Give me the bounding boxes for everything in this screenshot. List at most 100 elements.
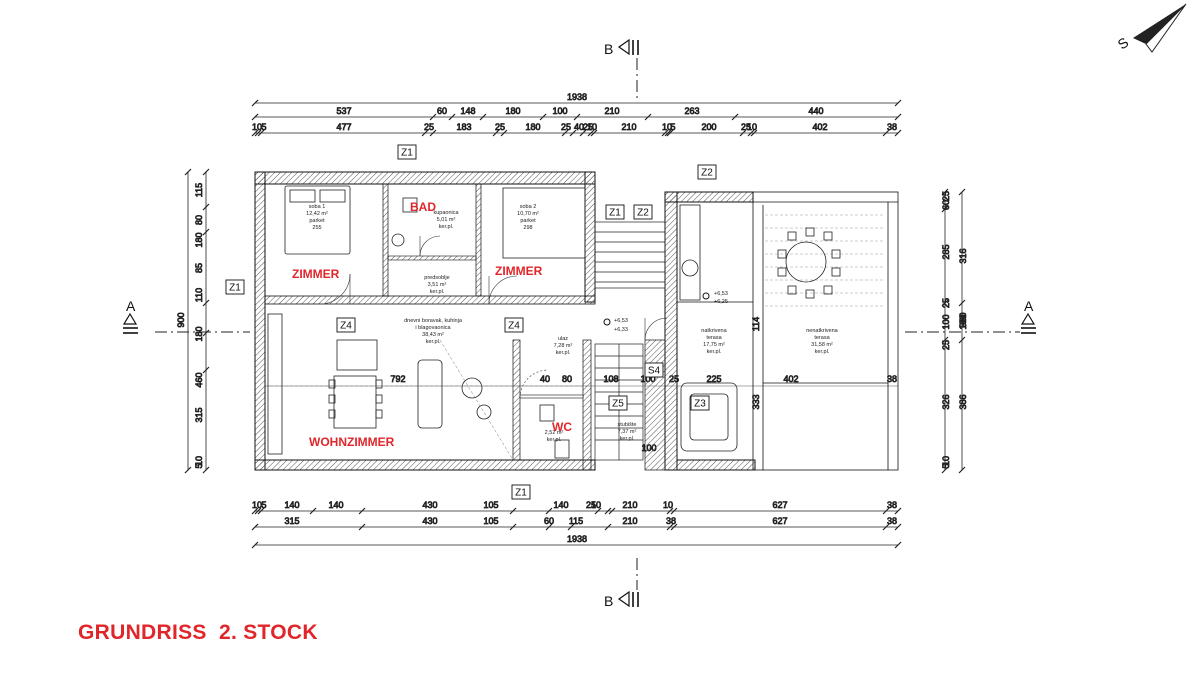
svg-text:Z1: Z1	[609, 208, 621, 219]
dimension-label: 792	[390, 374, 405, 384]
section-marker-a-left: A	[122, 298, 138, 334]
dimension-label: 60	[544, 516, 554, 526]
room-label-hr: dnevni boravak, kuhinja	[404, 318, 463, 324]
room-label-hr: ker.pl.	[815, 349, 830, 355]
level-mark: +6,33	[614, 327, 628, 333]
window-tag: Z5	[608, 395, 628, 411]
north-arrow-letter: S	[1115, 34, 1132, 52]
svg-text:Z4: Z4	[508, 321, 520, 332]
dimension-label: 10	[252, 500, 262, 510]
window-tag: Z4	[336, 317, 356, 333]
room-label-hr: ker.pl.	[439, 224, 454, 230]
dimension-label: 402	[812, 122, 827, 132]
dimension-label: 180	[194, 326, 204, 341]
dimension-label: 105	[483, 516, 498, 526]
section-label-a-right: A	[1024, 298, 1034, 314]
dimension-label: 1938	[567, 92, 587, 102]
dimension-label: 25	[561, 122, 571, 132]
room-label-hr: 3,51 m²	[428, 282, 447, 288]
level-mark: +6,53	[714, 291, 728, 297]
dimension-label: 38	[887, 374, 897, 384]
dimension-label: 900	[958, 312, 968, 327]
svg-text:Z1: Z1	[401, 148, 413, 159]
window-tag: Z1	[511, 484, 531, 500]
section-marker-b-bottom: B	[604, 590, 639, 609]
dimension-label: 5	[670, 122, 675, 132]
dimension-label: 25	[583, 122, 593, 132]
room-label-hr: 5,01 m²	[437, 217, 456, 223]
room-label-hr: ker.pl.	[426, 339, 441, 345]
level-mark: +6,25	[714, 299, 728, 305]
room-dividers	[265, 339, 590, 461]
dimension-label: 100	[941, 314, 951, 329]
window-tag: Z1	[397, 144, 417, 160]
dimension-label: 38	[666, 516, 676, 526]
dimension-label: 430	[422, 500, 437, 510]
section-label-a-left: A	[126, 298, 136, 314]
door-swings	[319, 235, 668, 399]
room-label-hr: 38,43 m²	[422, 332, 444, 338]
window-tag: S4	[644, 362, 664, 378]
dimension-label: 537	[336, 106, 351, 116]
room-label-hr: stubište	[618, 422, 637, 428]
dimension-label: 315	[194, 407, 204, 422]
room-label-zimmer-left: ZIMMER	[292, 267, 340, 281]
dimension-label: 25	[586, 500, 596, 510]
dimension-label: 386	[958, 394, 968, 409]
room-label-hr: terasa	[706, 335, 722, 341]
room-label-hr: ker.pl.	[556, 350, 571, 356]
dimension-label: 80	[194, 215, 204, 225]
dimension-label: 210	[622, 516, 637, 526]
dimension-label: 25	[941, 340, 951, 350]
dimension-label: 5	[194, 463, 204, 468]
svg-text:Z1: Z1	[515, 488, 527, 499]
dimension-label: 10	[591, 500, 601, 510]
dimension-label: 1938	[567, 534, 587, 544]
window-tag: Z2	[697, 164, 717, 180]
room-label-hr: ker.pl.	[620, 436, 635, 442]
dimension-label: 115	[194, 183, 204, 197]
room-label-hr: kupaonica	[433, 210, 459, 216]
dimension-label: 10	[252, 122, 262, 132]
dimension-label: 183	[456, 122, 471, 132]
dimension-label: 402	[783, 374, 798, 384]
room-label-bad: BAD	[410, 200, 436, 214]
dimension-label: 25	[495, 122, 505, 132]
dimension-label: 477	[336, 122, 351, 132]
north-arrow: S	[1115, 3, 1187, 53]
room-label-hr: i blagovaonica	[415, 325, 451, 331]
room-labels-de: ZIMMER BAD ZIMMER WOHNZIMMER WC	[292, 200, 572, 449]
room-label-hr: ker.pl.	[430, 289, 445, 295]
dimension-label: 180	[525, 122, 540, 132]
dimension-label: 38	[887, 122, 897, 132]
dimension-label: 38	[887, 516, 897, 526]
dimension-label: 25	[424, 122, 434, 132]
room-label-hr: 298	[523, 225, 532, 231]
dimension-label: 263	[684, 106, 699, 116]
terrace-outline	[677, 191, 899, 471]
svg-text:Z4: Z4	[340, 321, 352, 332]
section-lines	[155, 58, 1020, 590]
dimension-label: 140	[553, 500, 568, 510]
room-label-hr: parket	[309, 218, 325, 224]
svg-text:Z3: Z3	[694, 399, 706, 410]
dimension-label: 110	[194, 288, 204, 302]
outdoor-stairs	[594, 221, 666, 289]
plan-title: GRUNDRISS 2. STOCK	[78, 621, 318, 644]
dimension-label: 10	[747, 122, 757, 132]
window-tag: Z1	[225, 279, 245, 295]
furniture	[267, 185, 841, 459]
dimension-label: 40	[540, 374, 550, 384]
room-label-hr: soba 2	[520, 204, 537, 210]
walls	[254, 171, 756, 471]
room-label-hr: natkrivena	[701, 328, 727, 334]
level-marks: +6,53 +6,25 +6,53 +6,33	[603, 291, 728, 333]
dimension-label: 210	[604, 106, 619, 116]
dimension-label: 460	[194, 372, 204, 387]
dimension-label: 140	[284, 500, 299, 510]
svg-text:Z2: Z2	[637, 208, 649, 219]
dimension-label: 40	[574, 122, 584, 132]
